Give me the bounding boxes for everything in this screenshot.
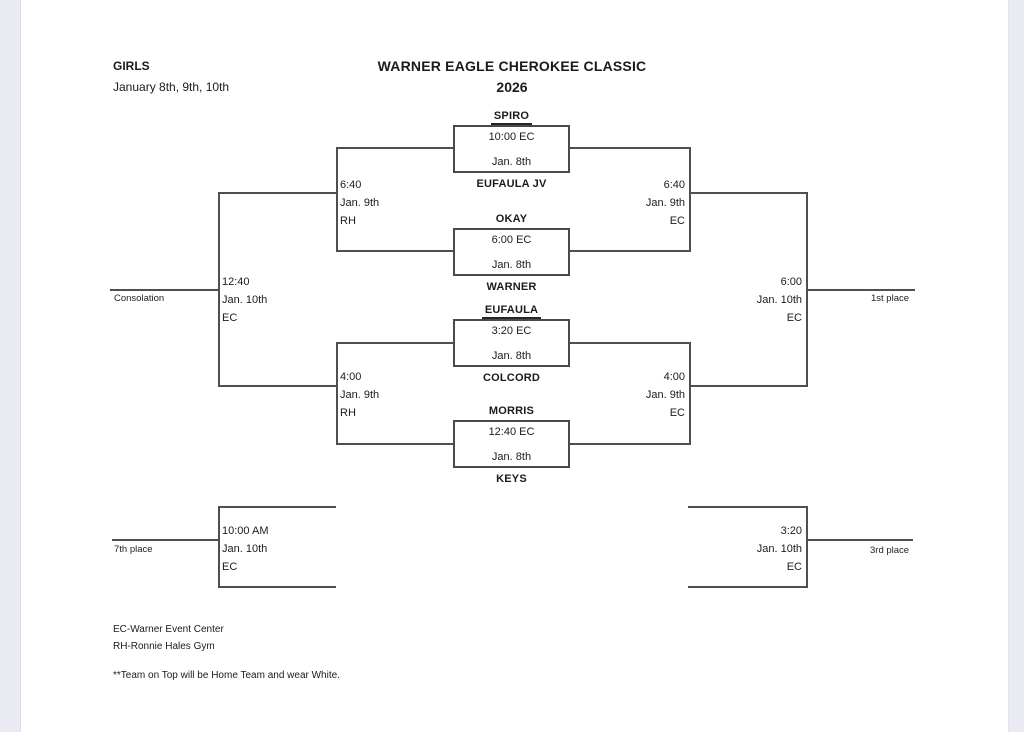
- semifinal-consolation-bottom-info: 4:00 Jan. 9th RH: [340, 368, 379, 422]
- bracket-line: [218, 586, 336, 588]
- legend-ec: EC-Warner Event Center: [113, 624, 224, 635]
- bracket-line: [336, 342, 453, 344]
- game-venue: EC: [786, 561, 802, 573]
- bracket-line: [218, 192, 220, 387]
- match-time: 6:00 EC: [491, 234, 532, 246]
- game-time: 10:00 AM: [222, 525, 269, 537]
- game-date: Jan. 10th: [222, 543, 268, 555]
- match-date: Jan. 8th: [491, 259, 532, 271]
- game-venue: EC: [669, 215, 685, 227]
- seventh-place-info: 10:00 AM Jan. 10th EC: [222, 522, 268, 576]
- round1-match-1: SPIRO 10:00 EC Jan. 8th EUFAULA JV: [453, 109, 570, 191]
- team-name-bottom: COLCORD: [482, 372, 540, 384]
- bracket-line: [688, 506, 806, 508]
- bracket-line: [336, 147, 338, 252]
- game-venue: EC: [222, 561, 238, 573]
- game-venue: EC: [786, 312, 802, 324]
- match-date: Jan. 8th: [491, 451, 532, 463]
- game-date: Jan. 9th: [645, 197, 685, 209]
- bracket-line: [570, 250, 689, 252]
- match-time: 12:40 EC: [488, 426, 535, 438]
- bracket-line: [689, 385, 806, 387]
- game-venue: RH: [340, 407, 356, 419]
- team-name-bottom: KEYS: [496, 473, 527, 485]
- game-date: Jan. 10th: [222, 294, 268, 306]
- tournament-year: 2026: [496, 79, 528, 95]
- game-date: Jan. 9th: [645, 389, 685, 401]
- game-venue: EC: [669, 407, 685, 419]
- game-time: 6:40: [340, 179, 362, 191]
- third-place-label: 3rd place: [870, 545, 910, 556]
- third-place-info: 3:20 Jan. 10th EC: [702, 522, 802, 576]
- bracket-line: [689, 192, 806, 194]
- game-date: Jan. 9th: [340, 197, 380, 209]
- home-team-note: **Team on Top will be Home Team and wear…: [113, 670, 340, 681]
- game-time: 4:00: [663, 371, 685, 383]
- bracket-line: [689, 342, 691, 445]
- game-venue: EC: [222, 312, 238, 324]
- bracket-line: [570, 342, 689, 344]
- bracket-line: [689, 147, 691, 252]
- bracket-line: [110, 289, 218, 291]
- round1-match-3: EUFAULA 3:20 EC Jan. 8th COLCORD: [453, 303, 570, 385]
- match-box: 6:00 EC Jan. 8th: [453, 228, 570, 276]
- bracket-line: [806, 539, 913, 541]
- match-time: 10:00 EC: [488, 131, 535, 143]
- bracket-line: [570, 147, 689, 149]
- division-label: GIRLS: [113, 59, 150, 73]
- first-place-label: 1st place: [871, 293, 910, 304]
- match-date: Jan. 8th: [491, 156, 532, 168]
- game-date: Jan. 10th: [756, 543, 802, 555]
- match-box: 12:40 EC Jan. 8th: [453, 420, 570, 468]
- match-date: Jan. 8th: [491, 350, 532, 362]
- tournament-title: WARNER EAGLE CHEROKEE CLASSIC: [377, 58, 647, 74]
- bracket-line: [336, 342, 338, 445]
- bracket-line: [218, 506, 220, 588]
- venue-legend: EC-Warner Event Center RH-Ronnie Hales G…: [113, 621, 224, 655]
- page-left-margin: [0, 0, 21, 732]
- bracket-line: [570, 443, 689, 445]
- team-name-bottom: EUFAULA JV: [476, 178, 547, 190]
- bracket-line: [336, 250, 453, 252]
- game-time: 4:00: [340, 371, 362, 383]
- bracket-line: [336, 147, 453, 149]
- team-name-bottom: WARNER: [486, 281, 537, 293]
- team-name-top: SPIRO: [453, 109, 570, 125]
- game-date: Jan. 9th: [340, 389, 380, 401]
- round1-match-4: MORRIS 12:40 EC Jan. 8th KEYS: [453, 404, 570, 486]
- game-venue: RH: [340, 215, 356, 227]
- game-time: 12:40: [222, 276, 250, 288]
- game-time: 3:20: [780, 525, 802, 537]
- bracket-line: [218, 192, 336, 194]
- team-name-top: EUFAULA: [453, 303, 570, 319]
- bracket-line: [112, 539, 218, 541]
- bracket-line: [806, 289, 915, 291]
- bracket-line: [218, 385, 336, 387]
- game-time: 6:40: [663, 179, 685, 191]
- championship-final-info: 6:00 Jan. 10th EC: [702, 273, 802, 327]
- bracket-line: [336, 443, 453, 445]
- match-box: 3:20 EC Jan. 8th: [453, 319, 570, 367]
- consolation-label: Consolation: [114, 293, 165, 304]
- game-date: Jan. 10th: [756, 294, 802, 306]
- team-name-top: MORRIS: [488, 405, 535, 417]
- semifinal-main-top-info: 6:40 Jan. 9th EC: [585, 176, 685, 230]
- seventh-place-label: 7th place: [114, 544, 153, 555]
- consolation-final-info: 12:40 Jan. 10th EC: [222, 273, 267, 327]
- bracket-line: [218, 506, 336, 508]
- round1-match-2: OKAY 6:00 EC Jan. 8th WARNER: [453, 212, 570, 294]
- bracket-line: [806, 506, 808, 588]
- match-box: 10:00 EC Jan. 8th: [453, 125, 570, 173]
- legend-rh: RH-Ronnie Hales Gym: [113, 641, 215, 652]
- semifinal-consolation-top-info: 6:40 Jan. 9th RH: [340, 176, 379, 230]
- semifinal-main-bottom-info: 4:00 Jan. 9th EC: [585, 368, 685, 422]
- game-time: 6:00: [780, 276, 802, 288]
- page-right-margin: [1008, 0, 1024, 732]
- match-time: 3:20 EC: [491, 325, 532, 337]
- bracket-line: [688, 586, 806, 588]
- tournament-dates: January 8th, 9th, 10th: [113, 80, 230, 94]
- team-name-top: OKAY: [495, 213, 528, 225]
